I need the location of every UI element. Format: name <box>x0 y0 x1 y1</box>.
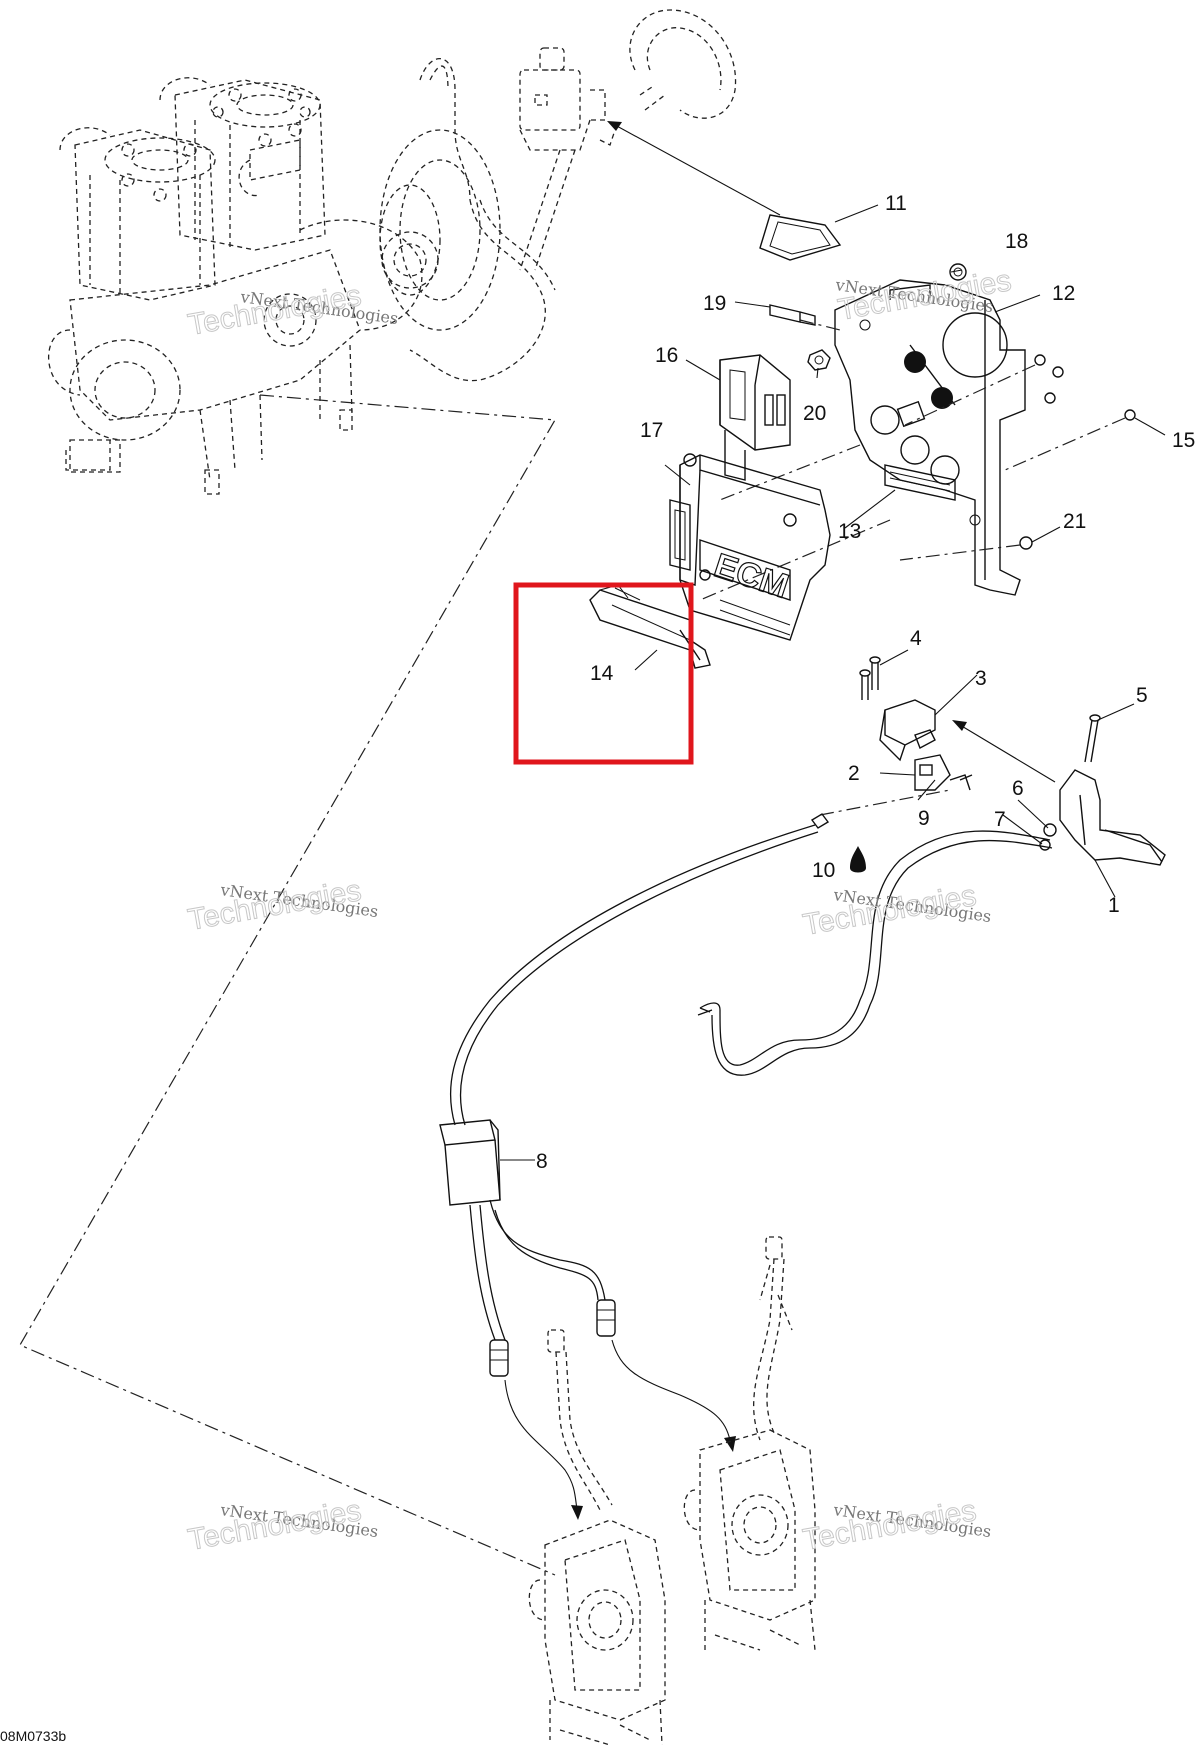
callout-8: 8 <box>536 1150 548 1173</box>
part-throttle-lever <box>1059 769 1166 866</box>
callout-15: 15 <box>1172 429 1195 452</box>
callout-17: 17 <box>640 419 663 442</box>
callout-13: 13 <box>838 520 861 543</box>
callout-11: 11 <box>885 192 907 215</box>
callout-5: 5 <box>1136 684 1148 707</box>
callout-1: 1 <box>1108 894 1120 917</box>
ecm-assembly: ECM <box>607 121 1136 641</box>
svg-text:Technologies: Technologies <box>835 264 1013 327</box>
callout-12: 12 <box>1052 282 1075 305</box>
svg-text:Technologies: Technologies <box>800 879 978 942</box>
part-junction-8 <box>439 1119 501 1206</box>
callout-16: 16 <box>655 344 678 367</box>
callout-10: 10 <box>812 859 835 882</box>
part-seal <box>759 214 842 261</box>
callout-18: 18 <box>1005 230 1028 253</box>
callout-leaders <box>500 204 1166 1161</box>
callout-21: 21 <box>1063 510 1086 533</box>
drawing-code: 08M0733b <box>0 1728 66 1744</box>
callout-labels: 11 18 12 19 16 20 15 17 13 21 14 4 3 5 2… <box>536 192 1195 1173</box>
callout-7: 7 <box>994 808 1006 831</box>
callout-3: 3 <box>975 667 987 690</box>
svg-text:Technologies: Technologies <box>800 1494 978 1557</box>
watermarks: vNext Technologies Technologies vNext Te… <box>185 263 1014 1557</box>
svg-text:Technologies: Technologies <box>185 874 363 937</box>
callout-2: 2 <box>848 762 860 785</box>
throttle-cable <box>449 824 816 1126</box>
svg-text:Technologies: Technologies <box>185 279 363 342</box>
engine-assembly <box>48 9 737 495</box>
part-mounting-plate <box>834 279 1026 596</box>
svg-text:ECM: ECM <box>710 546 794 605</box>
throttle-assembly <box>810 656 1166 873</box>
carburetor-right <box>683 1429 816 1651</box>
callout-19: 19 <box>703 292 726 315</box>
callout-9: 9 <box>918 807 930 830</box>
carburetor-left <box>528 1519 666 1745</box>
svg-text:Technologies: Technologies <box>185 1494 363 1557</box>
part-ecm <box>679 454 831 641</box>
highlight-box <box>513 582 694 765</box>
callout-4: 4 <box>910 627 922 650</box>
callout-14: 14 <box>590 662 614 685</box>
callout-6: 6 <box>1012 777 1024 800</box>
callout-20: 20 <box>803 402 826 425</box>
